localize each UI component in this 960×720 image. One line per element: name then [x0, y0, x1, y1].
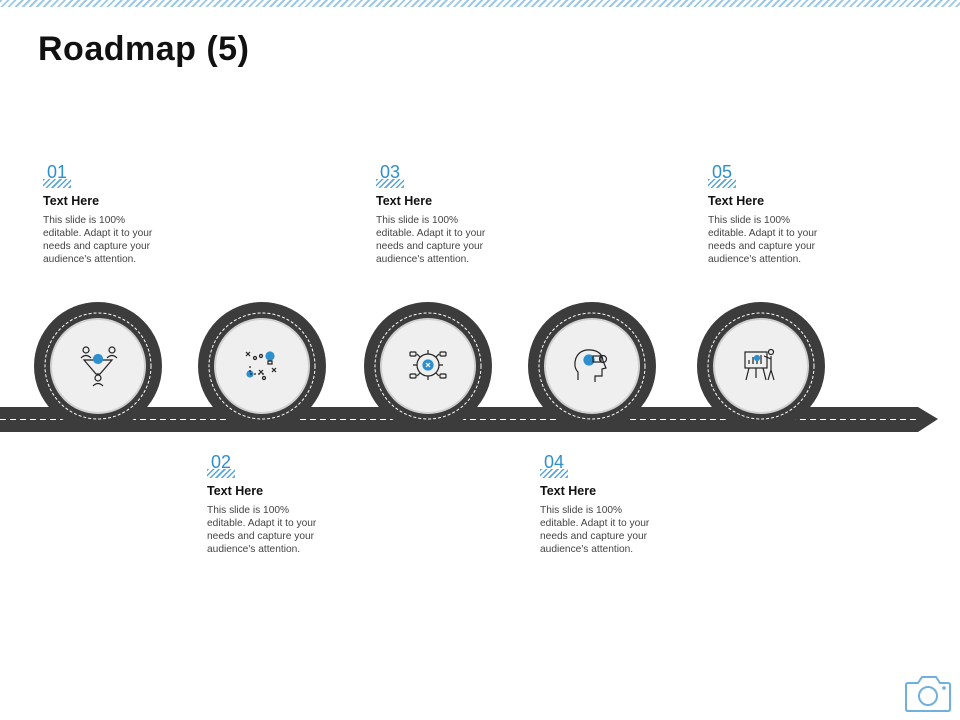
- step-heading: Text Here: [708, 194, 765, 208]
- step-number: 03: [376, 162, 404, 188]
- top-hatched-border: [0, 0, 960, 7]
- wheel-5: [697, 302, 825, 430]
- step-2: 02 Text Here This slide is 100% editable…: [207, 452, 367, 556]
- step-4: 04 Text Here This slide is 100% editable…: [540, 452, 700, 556]
- step-heading: Text Here: [43, 194, 100, 208]
- strategy-bulb-icon: [245, 351, 277, 381]
- step-3: 03 Text Here This slide is 100% editable…: [376, 162, 536, 266]
- gear-network-icon: [409, 350, 447, 380]
- hatch-decoration: [376, 179, 404, 188]
- step-number: 01: [43, 162, 71, 188]
- presentation-icon: [744, 348, 775, 381]
- wheel-4: [528, 302, 656, 430]
- step-5: 05 Text Here This slide is 100% editable…: [708, 162, 868, 266]
- wheel-2: [198, 302, 326, 430]
- step-description: This slide is 100% editable. Adapt it to…: [540, 505, 650, 555]
- step-description: This slide is 100% editable. Adapt it to…: [207, 505, 317, 555]
- camera-icon[interactable]: [904, 673, 952, 713]
- step-heading: Text Here: [540, 484, 597, 498]
- step-description: This slide is 100% editable. Adapt it to…: [708, 215, 818, 265]
- step-number: 04: [540, 452, 568, 478]
- hatch-decoration: [207, 469, 235, 478]
- head-money-icon: [574, 349, 608, 382]
- step-1: 01 Text Here This slide is 100% editable…: [43, 162, 203, 266]
- step-description: This slide is 100% editable. Adapt it to…: [376, 215, 486, 265]
- idea-people-icon: [80, 346, 118, 387]
- step-heading: Text Here: [376, 194, 433, 208]
- hatch-decoration: [540, 469, 568, 478]
- wheel-1: [34, 302, 162, 430]
- hatch-decoration: [708, 179, 736, 188]
- page-title: Roadmap (5): [38, 30, 250, 68]
- step-heading: Text Here: [207, 484, 264, 498]
- step-number: 05: [708, 162, 736, 188]
- hatch-decoration: [43, 179, 71, 188]
- step-description: This slide is 100% editable. Adapt it to…: [43, 215, 153, 265]
- step-number: 02: [207, 452, 235, 478]
